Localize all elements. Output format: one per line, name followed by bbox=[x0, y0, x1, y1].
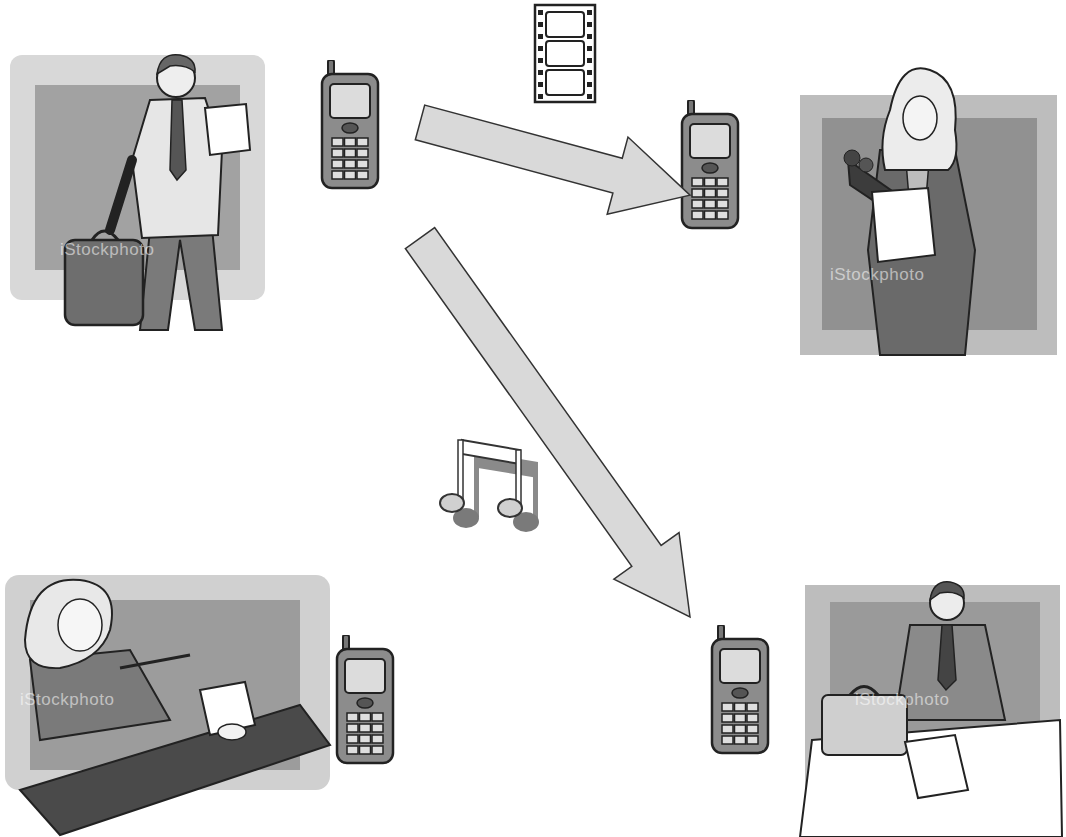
woman-face bbox=[58, 599, 102, 651]
picture-panel: iStockphoto bbox=[690, 580, 1064, 837]
watermark-text: iStockphoto bbox=[60, 240, 154, 260]
woman-face bbox=[903, 96, 937, 140]
woman-jacket bbox=[868, 150, 975, 355]
man-arm bbox=[110, 160, 132, 230]
flower bbox=[844, 150, 860, 166]
mobile-phone bbox=[682, 100, 738, 228]
briefcase-handle bbox=[92, 231, 118, 240]
mobile-phone bbox=[337, 635, 393, 763]
paper-sheet bbox=[872, 188, 935, 262]
music-note-icon bbox=[440, 440, 539, 532]
walking-man-picture bbox=[10, 55, 265, 330]
man-desk-picture bbox=[800, 582, 1062, 837]
video-film-icon bbox=[535, 5, 595, 102]
woman-hair bbox=[882, 68, 956, 170]
desk bbox=[20, 705, 330, 835]
woman-desk-picture bbox=[5, 575, 330, 835]
man-hair bbox=[157, 55, 195, 74]
block-arrow bbox=[415, 105, 690, 214]
woman-hair bbox=[25, 580, 112, 668]
man-tie bbox=[938, 625, 956, 690]
man-hair bbox=[930, 582, 964, 600]
man-tie bbox=[170, 100, 186, 180]
paper-sheet bbox=[205, 104, 250, 155]
picture-halo bbox=[800, 95, 1057, 355]
picture-panel: iStockphoto bbox=[5, 40, 420, 315]
picture-panel: iStockphoto bbox=[690, 60, 1062, 360]
block-arrow bbox=[405, 228, 690, 617]
paper-sheet bbox=[905, 735, 968, 798]
watermark-text: iStockphoto bbox=[830, 265, 924, 285]
mobile-phone bbox=[712, 625, 768, 753]
woman-flowers-picture bbox=[800, 68, 1057, 355]
watermark-text: iStockphoto bbox=[20, 690, 114, 710]
woman-hand bbox=[218, 724, 246, 740]
mobile-phone bbox=[322, 60, 378, 188]
pen bbox=[120, 655, 190, 668]
watermark-text: iStockphoto bbox=[855, 690, 949, 710]
picture-panel: iStockphoto bbox=[0, 560, 410, 800]
flower bbox=[859, 158, 873, 172]
